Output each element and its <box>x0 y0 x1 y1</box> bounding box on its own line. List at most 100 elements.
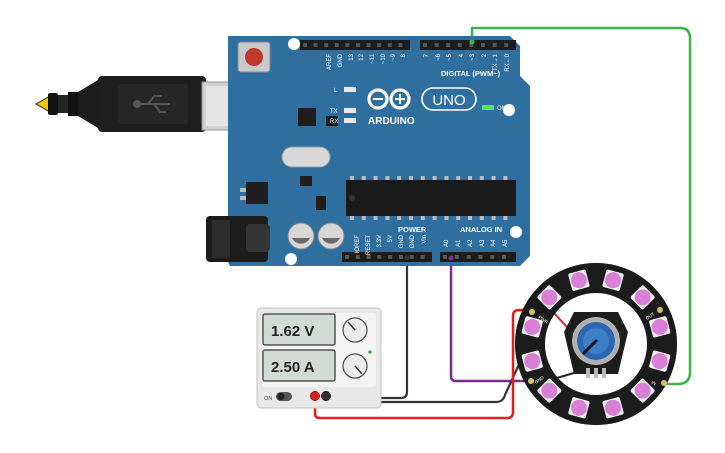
chip-pin <box>444 176 449 180</box>
power-switch[interactable] <box>276 392 292 401</box>
header-pin-hole[interactable] <box>366 255 371 259</box>
neopixel-led <box>649 316 671 338</box>
on-label: ON <box>497 106 506 112</box>
neopixel-led <box>649 350 671 372</box>
mount-hole <box>510 226 522 238</box>
pin-label: TX→1 <box>493 53 499 71</box>
potentiometer[interactable] <box>564 312 628 378</box>
chip-pin <box>373 216 378 220</box>
small-chip <box>300 176 312 186</box>
current-readout: 2.50 A <box>271 359 315 376</box>
ring-pad-out[interactable]: OUT <box>645 307 663 321</box>
purple-wire[interactable] <box>449 256 533 383</box>
power-header[interactable] <box>342 252 432 262</box>
header-pin-hole[interactable] <box>478 255 483 259</box>
header-pin-hole[interactable] <box>399 255 403 259</box>
chip-pin <box>479 176 484 180</box>
ring-pad-in[interactable]: IN <box>650 380 667 387</box>
chip-pin <box>503 176 508 180</box>
green-wire[interactable] <box>470 26 692 386</box>
ring-pad-pwr-label: PWR <box>537 315 549 326</box>
pin-label: ~11 <box>370 53 376 63</box>
header-pin-hole[interactable] <box>466 255 471 259</box>
header-pin-hole[interactable] <box>469 43 474 47</box>
dark-wire-gnd-supply[interactable] <box>324 256 409 400</box>
arduino-board[interactable]: L TX RX ON ARDUINO UNO DIGITAL (PWM~) PO… <box>206 36 530 266</box>
small-chip <box>298 108 316 126</box>
chip-pin <box>456 216 461 220</box>
header-pin-hole[interactable] <box>377 255 382 259</box>
header-pin-hole[interactable] <box>454 255 459 259</box>
current-knob[interactable] <box>342 353 368 379</box>
chip-pin <box>420 216 425 220</box>
header-pin-hole[interactable] <box>313 43 318 47</box>
pin-label: GND <box>338 53 344 67</box>
on-led <box>482 105 494 110</box>
ring-pad-pwr[interactable]: PWR <box>529 309 550 325</box>
led-rx-label: RX <box>330 119 338 125</box>
green-wire-end <box>469 39 475 45</box>
pin-label: ~5 <box>447 53 453 61</box>
chip-pin <box>385 176 390 180</box>
dark-wire-supply-ring[interactable] <box>324 347 528 404</box>
chip-pin <box>420 176 425 180</box>
header-pin-hole[interactable] <box>409 255 414 259</box>
header-pin-hole[interactable] <box>398 43 403 47</box>
voltage-readout: 1.62 V <box>271 323 314 340</box>
header-pin-hole[interactable] <box>355 255 360 259</box>
header-pin-hole[interactable] <box>388 255 393 259</box>
header-pin-hole[interactable] <box>356 43 360 47</box>
header-pin-hole[interactable] <box>481 43 485 47</box>
chip-pin <box>385 216 390 220</box>
brand-text: ARDUINO <box>368 116 415 127</box>
header-pin-hole[interactable] <box>446 43 451 47</box>
neopixel-led <box>521 350 543 372</box>
header-pin-hole[interactable] <box>345 43 350 47</box>
cc-indicator <box>368 350 372 354</box>
current-display <box>262 349 336 382</box>
chip-pin <box>479 216 484 220</box>
header-pin-hole[interactable] <box>345 255 349 259</box>
header-pin-hole[interactable] <box>303 43 307 47</box>
chip-pin <box>350 176 354 180</box>
led-tx <box>344 108 356 113</box>
header-pin-hole[interactable] <box>443 255 447 259</box>
negative-terminal[interactable] <box>321 391 331 401</box>
digital-header-left[interactable] <box>300 40 410 50</box>
pin-label: 8 <box>401 53 407 57</box>
header-pin-hole[interactable] <box>457 43 462 47</box>
red-wire[interactable] <box>313 308 529 420</box>
chip-pin <box>361 216 366 220</box>
header-pin-hole[interactable] <box>423 43 427 47</box>
analog-header[interactable] <box>440 252 516 262</box>
chip-pin <box>350 216 354 220</box>
neopixel-ring[interactable]: PWR GND IN OUT <box>515 263 677 425</box>
header-pin-hole[interactable] <box>377 43 382 47</box>
reset-button[interactable] <box>237 41 271 73</box>
header-pin-hole[interactable] <box>324 43 329 47</box>
header-pin-hole[interactable] <box>420 255 425 259</box>
neopixel-led <box>537 378 562 403</box>
header-pin-hole[interactable] <box>490 255 495 259</box>
ring-pad-gnd[interactable]: GND <box>528 375 545 385</box>
header-pin-hole[interactable] <box>492 43 497 47</box>
header-pin-hole[interactable] <box>504 43 509 47</box>
power-supply[interactable]: 1.62 V 2.50 A ON <box>256 307 382 409</box>
pin-label: 2 <box>482 53 488 57</box>
chip-pin <box>468 176 472 180</box>
header-pin-hole[interactable] <box>366 43 371 47</box>
usb-symbol-icon <box>133 95 170 113</box>
mount-hole <box>503 104 515 116</box>
positive-terminal[interactable] <box>310 391 320 401</box>
header-pin-hole[interactable] <box>434 43 439 47</box>
voltage-knob[interactable] <box>342 317 368 343</box>
dc-power-jack <box>206 216 270 262</box>
header-pin-hole[interactable] <box>502 255 506 259</box>
chip-pin <box>444 216 449 220</box>
header-pin-hole[interactable] <box>387 43 392 47</box>
digital-header-right[interactable] <box>420 40 516 50</box>
header-pin-hole[interactable] <box>334 43 339 47</box>
chip-pin <box>432 176 437 180</box>
switch-label: ON <box>264 396 272 402</box>
pin-label: A5 <box>503 239 509 247</box>
